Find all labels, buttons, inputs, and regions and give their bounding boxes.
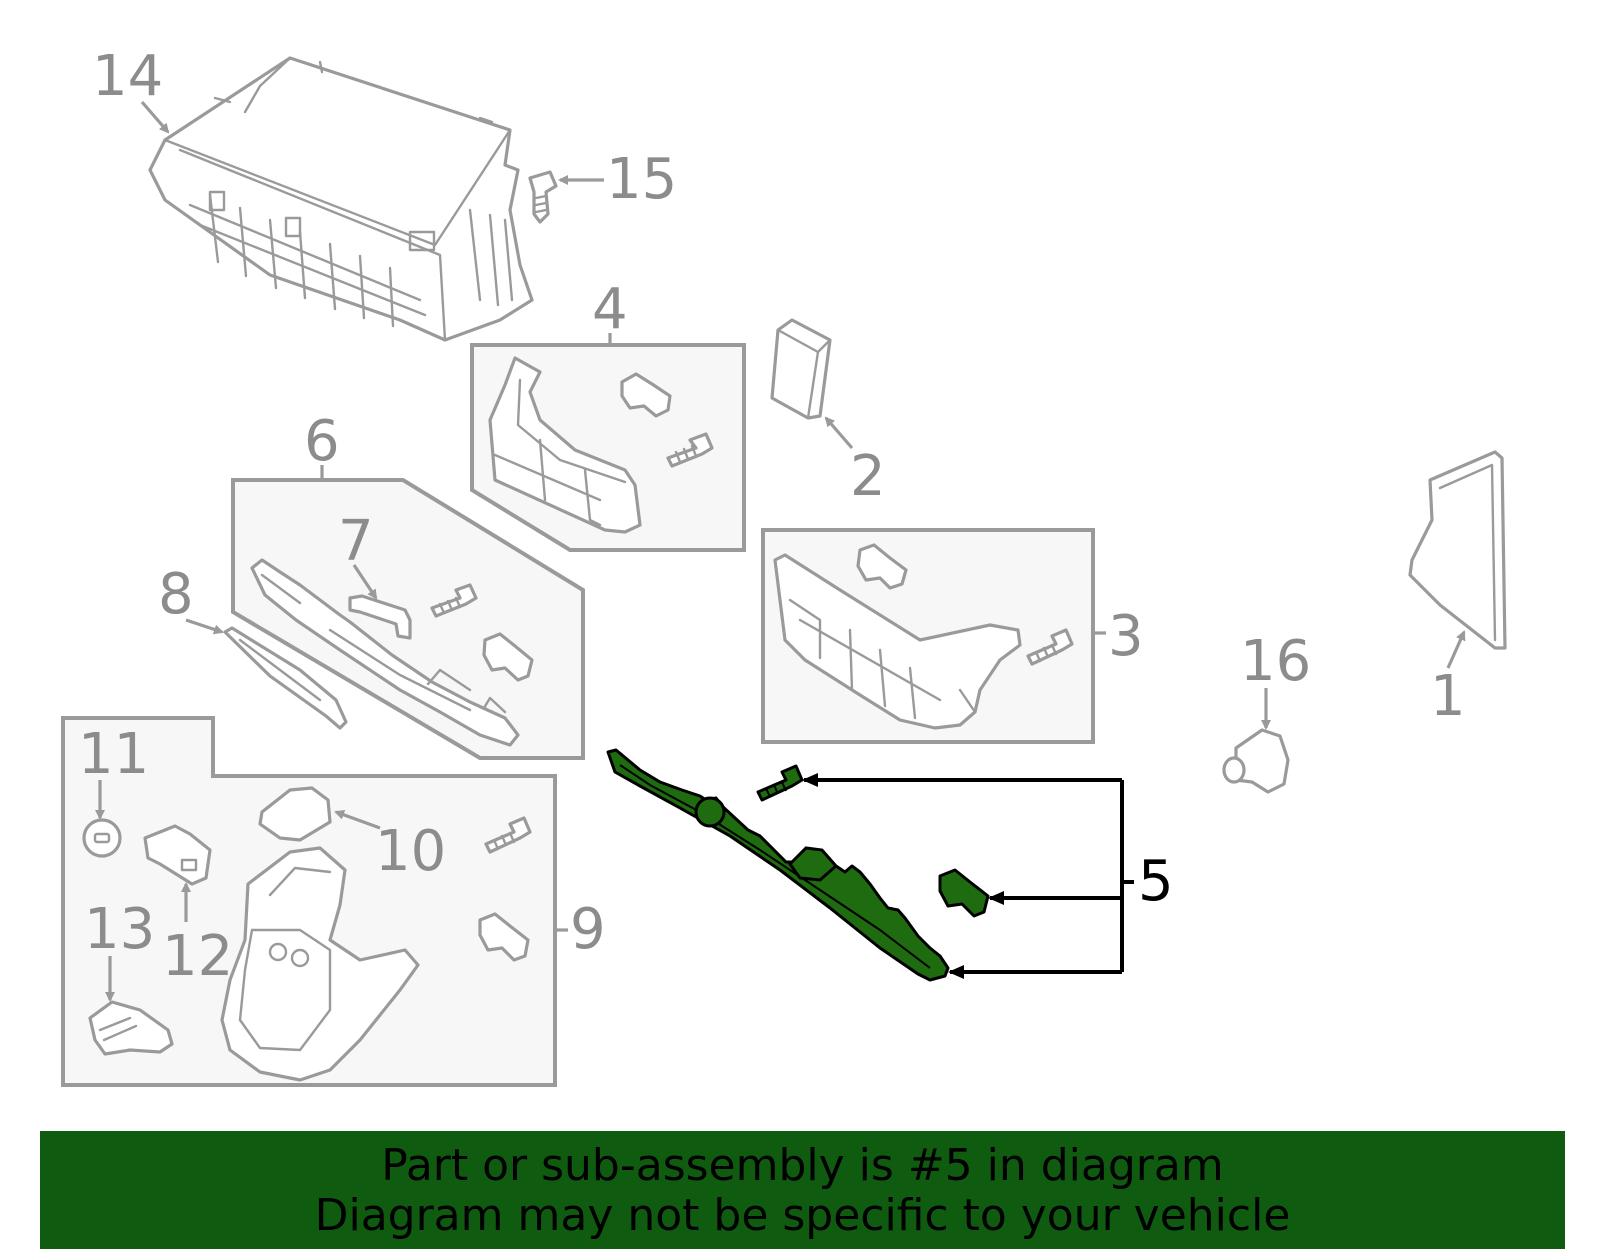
callout-1: 1 (1430, 664, 1466, 729)
part-16-switch (1222, 728, 1290, 794)
part-10-cap (258, 786, 332, 842)
part-5-rail-highlighted (606, 748, 950, 982)
part-12-connector (143, 824, 212, 886)
part-4-clip (620, 372, 672, 418)
part-14-glove-box (148, 56, 534, 342)
part-11-cap (82, 818, 122, 858)
callout-16: 16 (1240, 629, 1311, 694)
callout-3: 3 (1108, 604, 1144, 669)
part-6-screw (430, 583, 478, 618)
part-5-screw-highlighted (756, 764, 804, 802)
part-1-side-panel (1408, 450, 1507, 650)
callout-4: 4 (592, 277, 628, 342)
part-6-rail (250, 558, 520, 747)
callout-15: 15 (606, 147, 677, 212)
part-9-console-trim (220, 846, 420, 1082)
callout-2: 2 (850, 444, 886, 509)
part-8-strip (223, 626, 348, 730)
callout-11: 11 (78, 722, 149, 787)
part-13-knob (88, 1000, 174, 1056)
callout-9: 9 (570, 897, 606, 962)
part-3-clip (856, 543, 908, 590)
info-banner: Part or sub-assembly is #5 in diagram Di… (40, 1131, 1565, 1249)
callout-7: 7 (338, 509, 374, 574)
part-4-screw (666, 432, 714, 468)
callout-14: 14 (92, 44, 163, 109)
part-2-cover (770, 318, 832, 420)
part-9-clip (478, 912, 530, 962)
part-5-clip-highlighted (938, 868, 990, 918)
callout-8: 8 (158, 562, 194, 627)
part-3-bracket (773, 553, 1022, 730)
banner-line-2: Diagram may not be specific to your vehi… (314, 1190, 1291, 1241)
part-9-screw (484, 816, 532, 854)
part-15-screw (528, 170, 558, 224)
callout-13: 13 (84, 897, 155, 962)
callout-5: 5 (1138, 849, 1174, 914)
banner-line-1: Part or sub-assembly is #5 in diagram (381, 1140, 1224, 1191)
callout-10: 10 (375, 819, 446, 884)
callout-12: 12 (162, 924, 233, 989)
callout-6: 6 (304, 409, 340, 474)
part-4-bracket (488, 356, 642, 534)
part-7-bracket (348, 594, 412, 640)
part-3-screw (1026, 628, 1074, 666)
part-6-clip (482, 632, 534, 682)
